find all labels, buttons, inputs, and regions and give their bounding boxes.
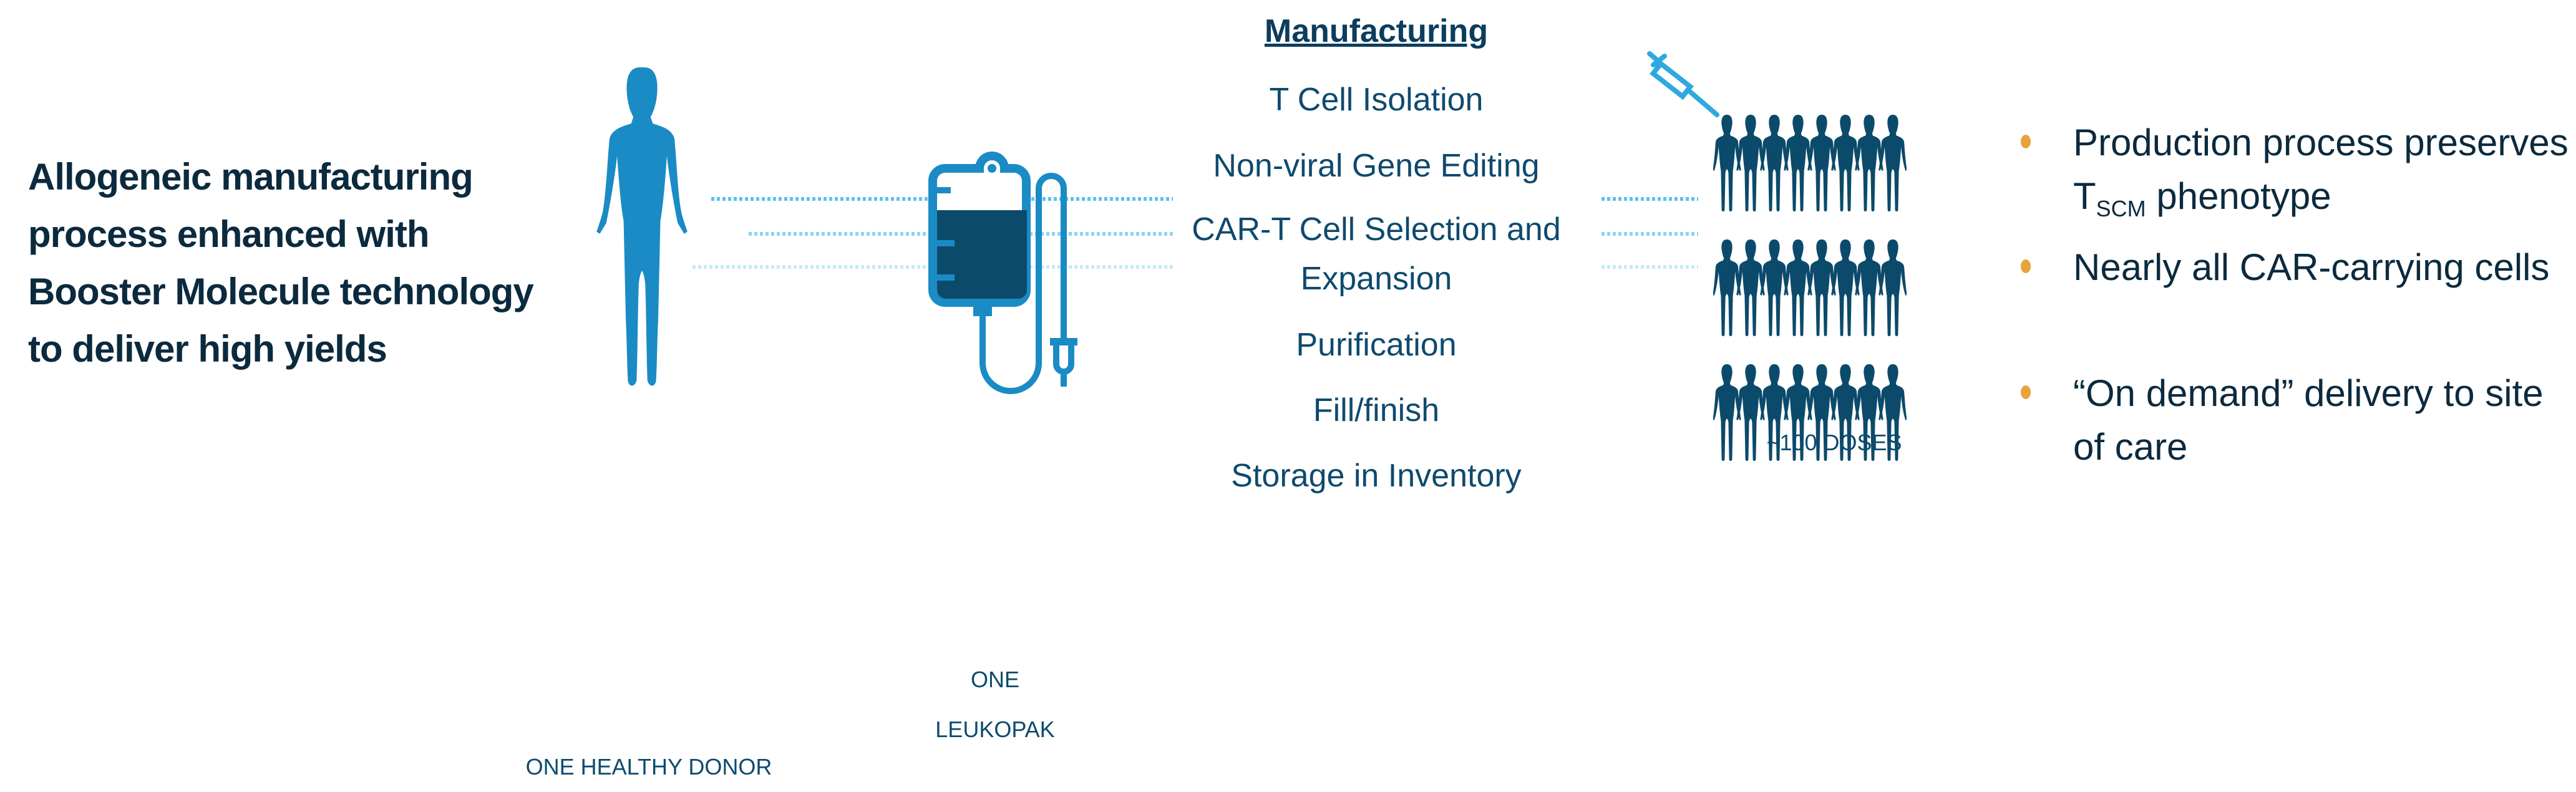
bullet-dot [2021, 385, 2031, 399]
person-icon [596, 67, 688, 386]
person-icon [1713, 115, 1741, 212]
donor-caption: ONE HEALTHY DONOR [525, 754, 772, 780]
step-item: Fill/finish [1313, 392, 1440, 428]
person-icon [1831, 115, 1860, 212]
leukopak-caption: ONE LEUKOPAK [873, 655, 1117, 755]
person-icon [1713, 239, 1741, 337]
headline: Allogeneic manufacturing process enhance… [28, 156, 534, 370]
bullet-text: Production process preserves TSCM phenot… [2073, 122, 2569, 221]
person-icon [1879, 364, 1907, 461]
person-icon [1807, 364, 1836, 461]
person-icon [1736, 364, 1765, 461]
person-icon [1831, 239, 1860, 337]
leukopak-caption-line2: LEUKOPAK [935, 717, 1055, 742]
person-icon [1736, 115, 1765, 212]
bullet-dot [2021, 135, 2031, 148]
person-icon [1807, 115, 1836, 212]
iv-bag-icon [928, 152, 1077, 394]
person-icon [1831, 364, 1860, 461]
connector-line [1601, 232, 1698, 236]
person-icon [1736, 239, 1765, 337]
person-icon [1713, 364, 1741, 461]
person-icon [1879, 239, 1907, 337]
person-icon [1807, 239, 1836, 337]
connector-line [1601, 265, 1698, 269]
person-icon [1855, 364, 1883, 461]
doses-caption: ~100 DOSES [1766, 430, 1902, 455]
step-item: CAR-T Cell Selection and [1192, 211, 1561, 248]
step-item: Storage in Inventory [1231, 458, 1522, 494]
step-item: Expansion [1300, 261, 1452, 297]
connector-line [1601, 197, 1698, 201]
bullet-dot [2021, 259, 2031, 273]
step-item: Purification [1296, 327, 1457, 363]
leukopak-caption-line1: ONE [970, 667, 1019, 692]
syringe-icon [1647, 51, 1719, 117]
person-icon [1784, 364, 1812, 461]
doses-people-grid [1713, 115, 1907, 461]
person-icon [1855, 115, 1883, 212]
step-item: Non-viral Gene Editing [1213, 148, 1540, 184]
person-icon [1879, 115, 1907, 212]
person-icon [1760, 239, 1789, 337]
manufacturing-title: Manufacturing [1264, 13, 1489, 49]
bullet-text: Nearly all CAR-carrying cells [2073, 246, 2550, 288]
step-item: T Cell Isolation [1269, 82, 1484, 118]
person-icon [1855, 239, 1883, 337]
bullet-text: “On demand” delivery to site of care [2073, 372, 2544, 468]
person-icon [1784, 239, 1812, 337]
person-icon [1760, 115, 1789, 212]
person-icon [1760, 364, 1789, 461]
person-icon [1784, 115, 1812, 212]
